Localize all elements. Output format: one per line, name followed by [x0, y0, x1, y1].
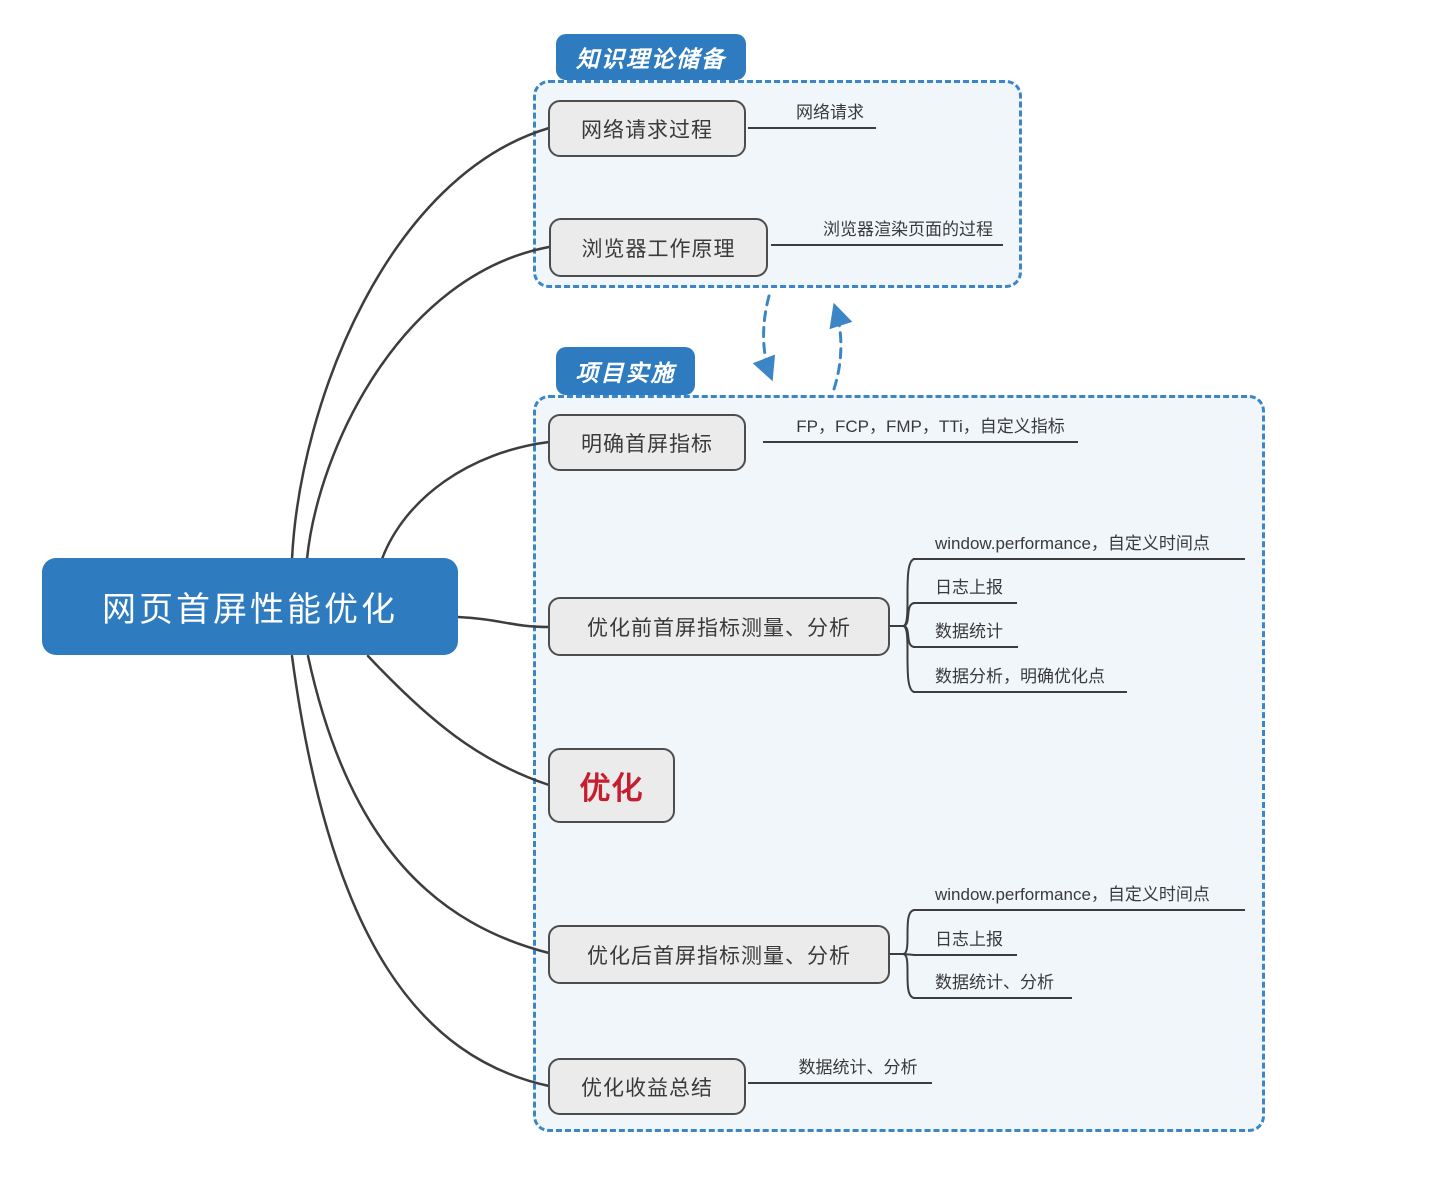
- leaf-window-performance-pre[interactable]: window.performance，自定义时间点: [913, 526, 1245, 560]
- leaf-data-stats-analysis-post[interactable]: 数据统计、分析: [913, 965, 1072, 999]
- leaf-label: 日志上报: [935, 930, 1003, 949]
- node-label: 优化前首屏指标测量、分析: [587, 616, 851, 640]
- root-node[interactable]: 网页首屏性能优化: [42, 558, 458, 655]
- node-label: 优化后首屏指标测量、分析: [587, 944, 851, 968]
- node-define-metrics[interactable]: 明确首屏指标: [548, 414, 746, 471]
- node-pre-optimization-measure[interactable]: 优化前首屏指标测量、分析: [548, 597, 890, 656]
- group-label-implementation-text: 项目实施: [575, 360, 676, 386]
- branch-post-1: [888, 909, 916, 955]
- link-root-benefit-summary: [290, 654, 551, 1088]
- arrow-down-icon: [752, 294, 776, 382]
- leaf-window-performance-post[interactable]: window.performance，自定义时间点: [913, 877, 1245, 911]
- node-optimize[interactable]: 优化: [548, 748, 675, 823]
- node-network-request-process[interactable]: 网络请求过程: [548, 100, 746, 157]
- node-benefit-summary[interactable]: 优化收益总结: [548, 1058, 746, 1115]
- leaf-label: 浏览器渲染页面的过程: [823, 220, 993, 239]
- node-post-optimization-measure[interactable]: 优化后首屏指标测量、分析: [548, 925, 890, 984]
- leaf-label: 数据统计、分析: [935, 973, 1054, 992]
- leaf-label: window.performance，自定义时间点: [935, 534, 1210, 553]
- leaf-label: window.performance，自定义时间点: [935, 885, 1210, 904]
- node-label: 明确首屏指标: [581, 432, 713, 456]
- link-root-post-optimization: [306, 654, 551, 955]
- leaf-data-analysis-pre[interactable]: 数据分析，明确优化点: [913, 659, 1127, 693]
- link-root-pre-optimization: [456, 615, 551, 629]
- branch-pre-4: [902, 625, 916, 693]
- leaf-label: 网络请求: [796, 103, 864, 122]
- leaf-log-report-pre[interactable]: 日志上报: [913, 570, 1017, 604]
- root-node-label: 网页首屏性能优化: [102, 591, 398, 629]
- leaf-label: FP，FCP，FMP，TTi，自定义指标: [796, 417, 1065, 436]
- leaf-label: 数据分析，明确优化点: [935, 667, 1105, 686]
- group-label-knowledge-text: 知识理论储备: [576, 46, 726, 72]
- branch-pre-1: [888, 558, 916, 627]
- link-root-define-metrics: [380, 440, 551, 561]
- leaf-label: 数据统计: [935, 622, 1003, 641]
- node-label: 浏览器工作原理: [581, 237, 736, 261]
- branch-post-3: [902, 953, 916, 999]
- leaf-network-request[interactable]: 网络请求: [748, 95, 876, 129]
- arrow-up-icon: [829, 302, 853, 391]
- link-root-optimize: [366, 654, 551, 787]
- link-root-browser-principle: [305, 245, 551, 561]
- node-browser-principle[interactable]: 浏览器工作原理: [549, 218, 768, 277]
- group-label-implementation[interactable]: 项目实施: [556, 347, 695, 395]
- leaf-label: 数据统计、分析: [798, 1058, 918, 1077]
- link-root-network-request-process: [290, 126, 551, 561]
- leaf-metrics-list[interactable]: FP，FCP，FMP，TTi，自定义指标: [763, 409, 1078, 443]
- leaf-data-stats-analysis-summary[interactable]: 数据统计、分析: [748, 1050, 932, 1084]
- node-label: 优化收益总结: [581, 1076, 713, 1100]
- leaf-log-report-post[interactable]: 日志上报: [913, 922, 1017, 956]
- node-label: 优化: [579, 771, 644, 806]
- leaf-label: 日志上报: [935, 578, 1003, 597]
- leaf-data-stats-pre[interactable]: 数据统计: [913, 614, 1018, 648]
- group-label-knowledge[interactable]: 知识理论储备: [556, 34, 746, 80]
- leaf-browser-render-process[interactable]: 浏览器渲染页面的过程: [771, 212, 1003, 246]
- node-label: 网络请求过程: [581, 118, 713, 142]
